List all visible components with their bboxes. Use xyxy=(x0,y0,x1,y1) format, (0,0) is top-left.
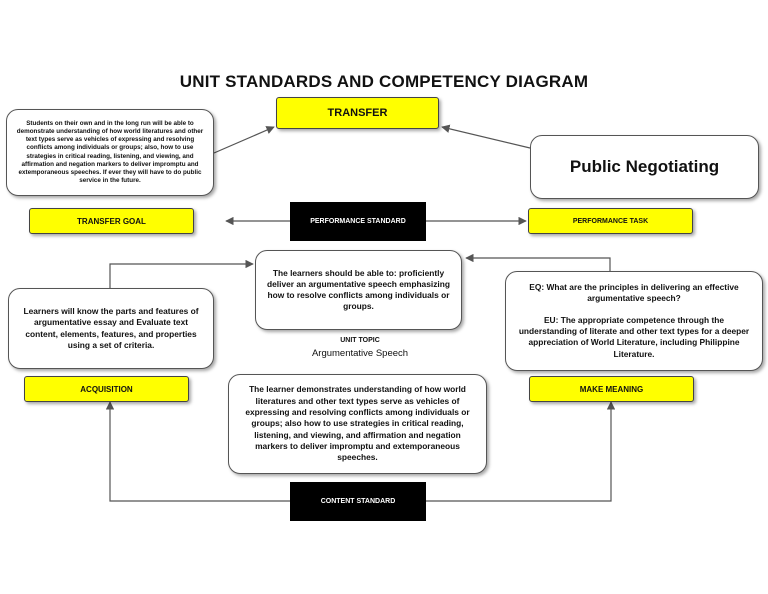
content-standard-text: The learner demonstrates understanding o… xyxy=(245,384,470,463)
transfer-node: TRANSFER xyxy=(276,97,439,129)
arrow-goal-to-transfer xyxy=(213,126,275,154)
essential-question-text: EQ: What are the principles in deliverin… xyxy=(529,281,739,304)
content-standard-label: CONTENT STANDARD xyxy=(320,498,396,505)
performance-task-node: PERFORMANCE TASK xyxy=(528,208,693,234)
acquisition-node: ACQUISITION xyxy=(24,376,189,402)
content-standard-box: The learner demonstrates understanding o… xyxy=(228,374,487,474)
performance-task-text: Public Negotiating xyxy=(569,157,720,176)
transfer-goal-box: Students on their own and in the long ru… xyxy=(6,109,214,196)
performance-standard-text: The learners should be able to: proficie… xyxy=(267,268,450,311)
enduring-understanding-text: EU: The appropriate competence through t… xyxy=(518,314,750,359)
arrow-acq-to-ps xyxy=(109,259,254,290)
unit-topic-value: Argumentative Speech xyxy=(311,348,409,359)
diagram-title: UNIT STANDARDS AND COMPETENCY DIAGRAM xyxy=(179,72,589,91)
make-meaning-box: EQ: What are the principles in deliverin… xyxy=(505,271,763,371)
make-meaning-node: MAKE MEANING xyxy=(529,376,694,402)
performance-standard-label: PERFORMANCE STANDARD xyxy=(310,218,406,225)
acquisition-text: Learners will know the parts and feature… xyxy=(23,305,199,350)
transfer-label: TRANSFER xyxy=(327,107,388,119)
acquisition-label: ACQUISITION xyxy=(80,384,133,394)
arrow-cs-to-acq xyxy=(105,401,290,502)
arrow-task-to-transfer xyxy=(441,124,531,149)
arrow-cs-to-mm xyxy=(426,401,616,502)
arrow-mm-to-ps xyxy=(465,253,611,272)
content-standard-node: CONTENT STANDARD xyxy=(290,482,426,521)
unit-topic-label: UNIT TOPIC xyxy=(340,337,380,344)
acquisition-box: Learners will know the parts and feature… xyxy=(8,288,214,369)
transfer-goal-node: TRANSFER GOAL xyxy=(29,208,194,234)
performance-task-box: Public Negotiating xyxy=(530,135,759,199)
performance-standard-node: PERFORMANCE STANDARD xyxy=(290,202,426,241)
make-meaning-label: MAKE MEANING xyxy=(579,384,644,394)
transfer-goal-text: Students on their own and in the long ru… xyxy=(16,119,204,185)
performance-standard-box: The learners should be able to: proficie… xyxy=(255,250,462,330)
transfer-goal-label: TRANSFER GOAL xyxy=(77,216,146,226)
performance-task-label: PERFORMANCE TASK xyxy=(572,217,649,225)
